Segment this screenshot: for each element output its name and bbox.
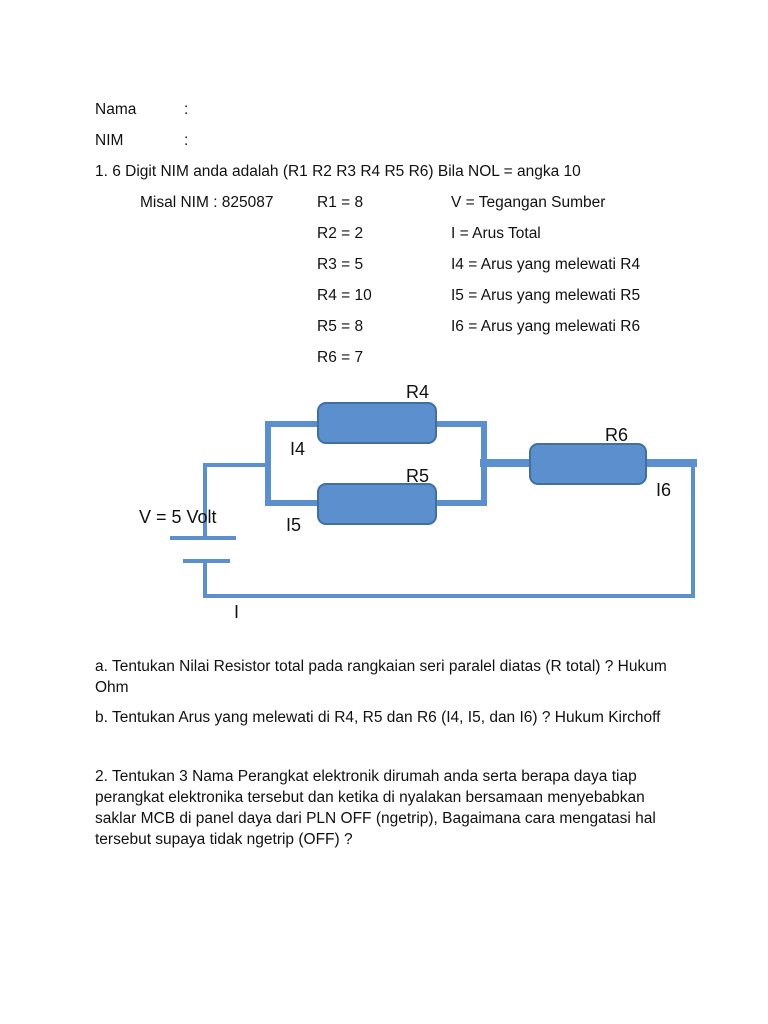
nim-colon: : bbox=[184, 132, 189, 149]
definition-i6: I6 = Arus yang melewati R6 bbox=[451, 318, 641, 335]
question-b: b. Tentukan Arus yang melewati di R4, R5… bbox=[95, 709, 661, 726]
definition-i: I = Arus Total bbox=[451, 225, 541, 242]
label-r6: R6 bbox=[605, 425, 628, 445]
resistor-value-r4: R4 = 10 bbox=[317, 287, 372, 304]
question-2: 2. Tentukan 3 Nama Perangkat elektronik … bbox=[95, 768, 656, 848]
definition-i5: I5 = Arus yang melewati R5 bbox=[451, 287, 641, 304]
circuit-wires bbox=[203, 421, 697, 598]
resistor-r5 bbox=[317, 483, 437, 525]
label-i-total: I bbox=[234, 602, 239, 622]
label-r5: R5 bbox=[406, 466, 429, 486]
question-1-title: 1. 6 Digit NIM anda adalah (R1 R2 R3 R4 … bbox=[95, 163, 581, 180]
definition-i4: I4 = Arus yang melewati R4 bbox=[451, 256, 641, 273]
nama-label: Nama bbox=[95, 101, 137, 118]
resistor-value-r6: R6 = 7 bbox=[317, 349, 364, 366]
label-i6: I6 bbox=[656, 480, 671, 500]
label-i5: I5 bbox=[286, 515, 301, 535]
resistor-value-r3: R3 = 5 bbox=[317, 256, 364, 273]
resistor-r6 bbox=[529, 443, 647, 485]
resistor-r4 bbox=[317, 402, 437, 444]
definition-v: V = Tegangan Sumber bbox=[451, 194, 606, 211]
label-i4: I4 bbox=[290, 439, 305, 459]
resistor-value-r1: R1 = 8 bbox=[317, 194, 364, 211]
resistor-value-r2: R2 = 2 bbox=[317, 225, 364, 242]
label-r4: R4 bbox=[406, 382, 429, 402]
nim-label: NIM bbox=[95, 132, 124, 149]
label-voltage: V = 5 Volt bbox=[139, 507, 217, 527]
nama-colon: : bbox=[184, 101, 189, 118]
resistor-value-r5: R5 = 8 bbox=[317, 318, 364, 335]
question-a: a. Tentukan Nilai Resistor total pada ra… bbox=[95, 658, 667, 696]
example-nim: Misal NIM : 825087 bbox=[140, 194, 274, 211]
